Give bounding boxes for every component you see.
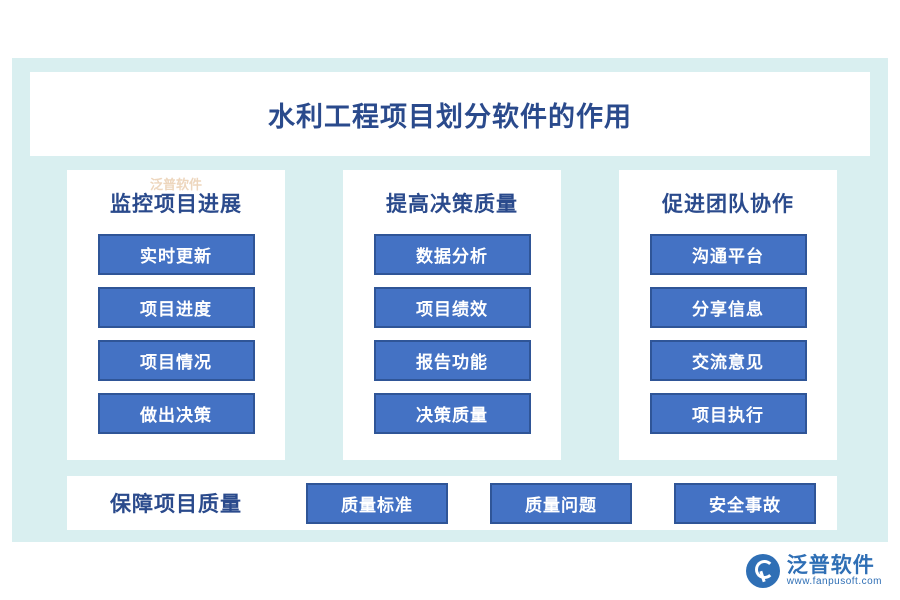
chip-item[interactable]: 安全事故 xyxy=(674,482,816,524)
brand-url: www.fanpusoft.com xyxy=(786,575,882,587)
chip-item[interactable]: 质量标准 xyxy=(306,482,448,524)
brand-logo: 泛普软件 www.fanpusoft.com xyxy=(745,553,882,588)
outer-panel: 水利工程项目划分软件的作用 泛普软件 监控项目进展 实时更新 项目进度 项目情况… xyxy=(12,58,888,542)
chip-item[interactable]: 决策质量 xyxy=(373,393,531,434)
chip-item[interactable]: 项目进度 xyxy=(97,287,255,328)
column-title: 监控项目进展 xyxy=(110,193,242,216)
chip-item[interactable]: 实时更新 xyxy=(97,234,255,275)
brand-name-cn: 泛普软件 xyxy=(786,553,875,577)
chip-item[interactable]: 交流意见 xyxy=(649,340,807,381)
chip-item[interactable]: 数据分析 xyxy=(373,234,531,275)
bottom-chips: 质量标准 质量问题 安全事故 xyxy=(285,482,837,524)
fanpu-logo-icon xyxy=(745,554,780,588)
chip-item[interactable]: 项目绩效 xyxy=(373,287,531,328)
chip-item[interactable]: 项目情况 xyxy=(97,340,255,381)
bottom-row: 保障项目质量 质量标准 质量问题 安全事故 xyxy=(67,476,837,530)
chip-item[interactable]: 沟通平台 xyxy=(649,234,807,275)
chip-item[interactable]: 质量问题 xyxy=(490,482,632,524)
column-team-collaboration: 促进团队协作 沟通平台 分享信息 交流意见 项目执行 xyxy=(619,170,837,460)
column-title: 提高决策质量 xyxy=(386,193,518,216)
title-bar: 水利工程项目划分软件的作用 xyxy=(30,72,870,156)
chip-item[interactable]: 做出决策 xyxy=(97,393,255,434)
page-title: 水利工程项目划分软件的作用 xyxy=(268,101,632,132)
column-title: 促进团队协作 xyxy=(662,193,794,216)
column-monitor-progress: 泛普软件 监控项目进展 实时更新 项目进度 项目情况 做出决策 xyxy=(67,170,285,460)
column-decision-quality: 提高决策质量 数据分析 项目绩效 报告功能 决策质量 xyxy=(343,170,561,460)
chip-item[interactable]: 报告功能 xyxy=(373,340,531,381)
brand-logo-text: 泛普软件 www.fanpusoft.com xyxy=(786,553,882,588)
bottom-row-label: 保障项目质量 xyxy=(110,493,242,516)
chip-item[interactable]: 分享信息 xyxy=(649,287,807,328)
columns-area: 泛普软件 监控项目进展 实时更新 项目进度 项目情况 做出决策 提高决策质量 数… xyxy=(67,170,837,460)
chip-item[interactable]: 项目执行 xyxy=(649,393,807,434)
